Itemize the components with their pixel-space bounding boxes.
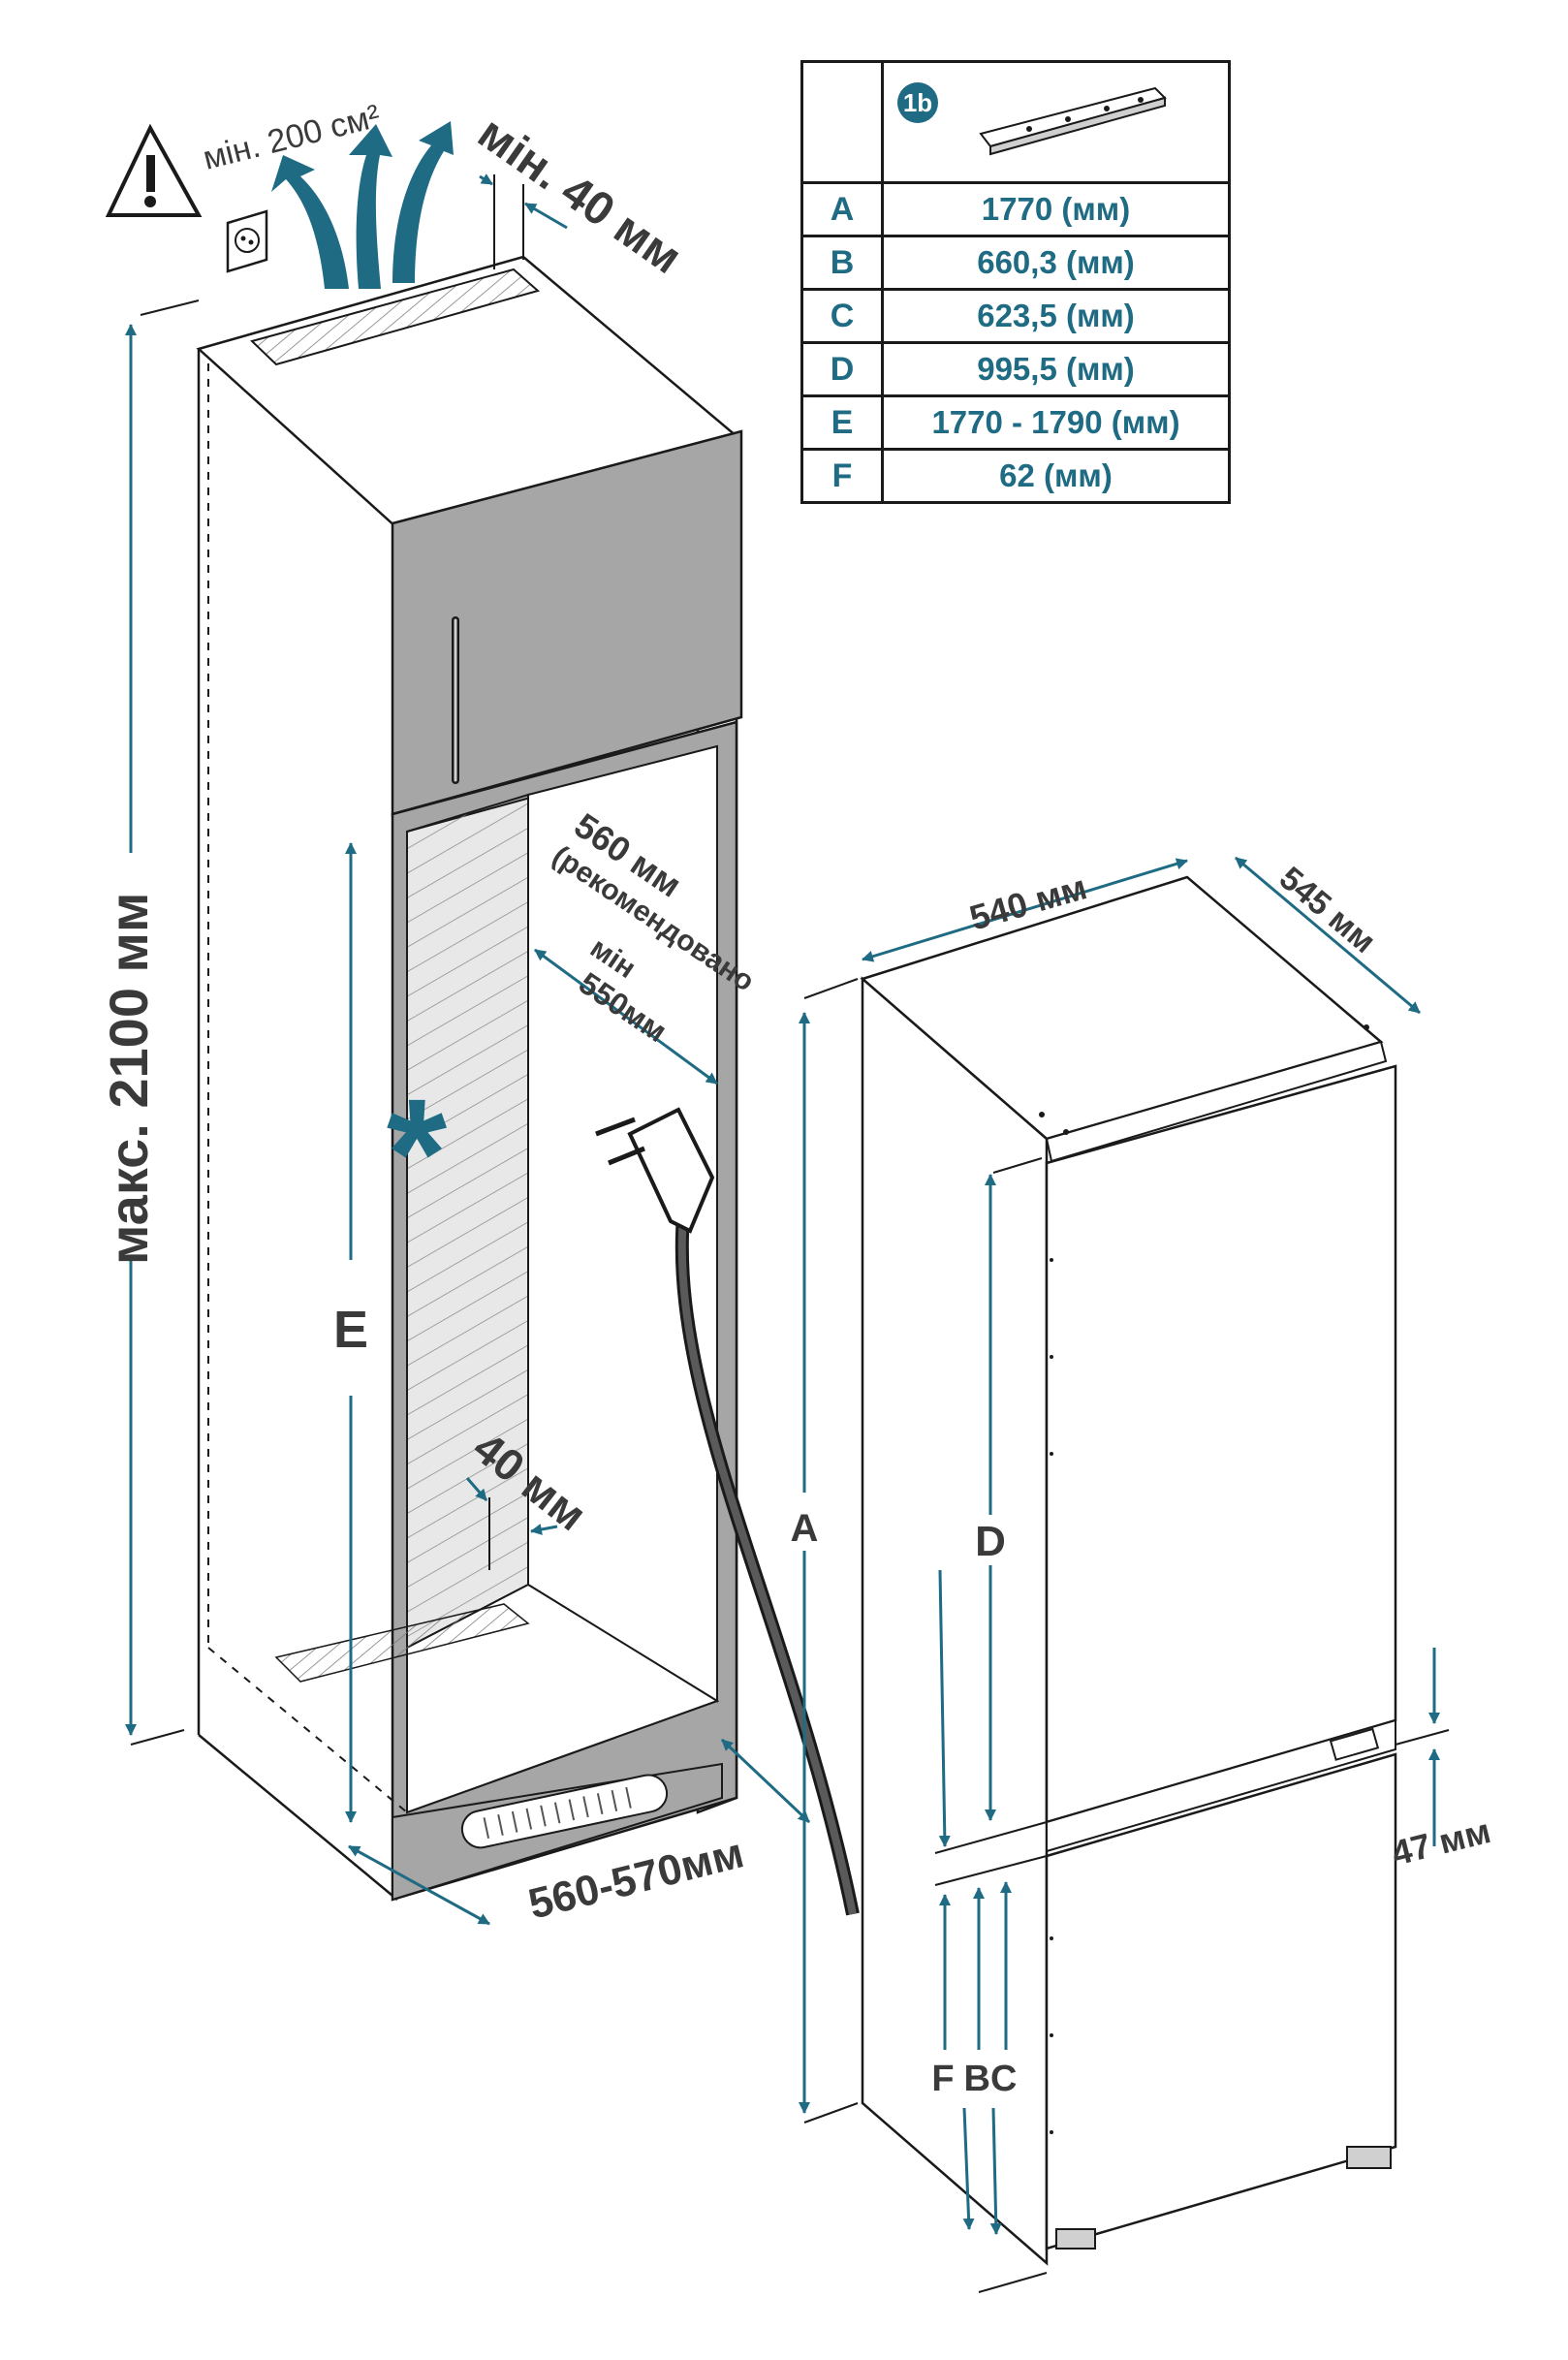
bracket-icon (979, 86, 1167, 156)
top-gap-indicator (479, 173, 568, 269)
table-row: B 660,3 (мм) (800, 235, 1231, 291)
freezer-door (1045, 1752, 1397, 2250)
niche-width-dimension (348, 1738, 811, 1926)
power-plug-icon (595, 1107, 860, 1916)
table-key: F (800, 448, 884, 504)
table-value: 1770 - 1790 (мм) (881, 394, 1231, 451)
dimension-d-label: D (975, 1518, 1006, 1565)
upper-cabinet-door (391, 429, 743, 816)
table-value: 660,3 (мм) (881, 235, 1231, 291)
niche-height-label: E (333, 1301, 368, 1359)
power-socket-icon (226, 209, 268, 273)
plinth-vent (460, 1774, 669, 1849)
dimensions-table: 1b A 1770 (мм) B 660,3 (мм) C 623,5 (мм)… (800, 60, 1231, 504)
table-key: D (800, 341, 884, 397)
table-key: A (800, 181, 884, 237)
warning-icon (105, 123, 203, 217)
door-split-line (934, 1821, 1048, 1854)
appliance-depth-label: 545 мм (1272, 860, 1383, 960)
door-split-arrow (938, 1569, 951, 1847)
fridge-door (1045, 1064, 1397, 1824)
part-badge: 1b (897, 82, 938, 123)
table-header-row: 1b (800, 60, 1231, 184)
dimension-bc-label: BC (964, 2059, 1018, 2099)
table-header-empty-cell (800, 60, 884, 184)
table-key: E (800, 394, 884, 451)
table-value: 1770 (мм) (881, 181, 1231, 237)
table-header-image-cell: 1b (881, 60, 1231, 184)
asterisk-mark: * (387, 1066, 448, 1240)
appliance-depth-dimension (1235, 856, 1421, 1015)
depth-arrow (534, 948, 718, 1086)
table-key: C (800, 288, 884, 344)
top-vent-opening (250, 267, 541, 366)
air-flow-arrows-icon (271, 121, 454, 289)
refrigerator (860, 875, 1397, 2266)
table-value: 623,5 (мм) (881, 288, 1231, 344)
dimension-d (985, 1157, 1043, 1821)
dimension-a-label: A (791, 1507, 819, 1550)
max-height-label: макс. 2100 мм (98, 893, 159, 1265)
appliance-width-dimension (862, 858, 1188, 962)
top-gap-label: мін. 40 мм (469, 108, 691, 284)
dimension-a (799, 978, 859, 2124)
dimensions-fbc (934, 1855, 1048, 2293)
door-gap-label: 47 мм (1388, 1810, 1494, 1873)
table-row: A 1770 (мм) (800, 181, 1231, 237)
table-value: 995,5 (мм) (881, 341, 1231, 397)
dimension-f-label: F (931, 2059, 954, 2099)
table-row: C 623,5 (мм) (800, 288, 1231, 344)
max-height-dimension (125, 299, 200, 1746)
table-row: F 62 (мм) (800, 448, 1231, 504)
table-row: E 1770 - 1790 (мм) (800, 394, 1231, 451)
table-value: 62 (мм) (881, 448, 1231, 504)
rear-gap-indicator (465, 1477, 558, 1570)
table-row: D 995,5 (мм) (800, 341, 1231, 397)
door-gap-dimension (1395, 1648, 1450, 1846)
table-key: B (800, 235, 884, 291)
cabinet (196, 255, 743, 1902)
